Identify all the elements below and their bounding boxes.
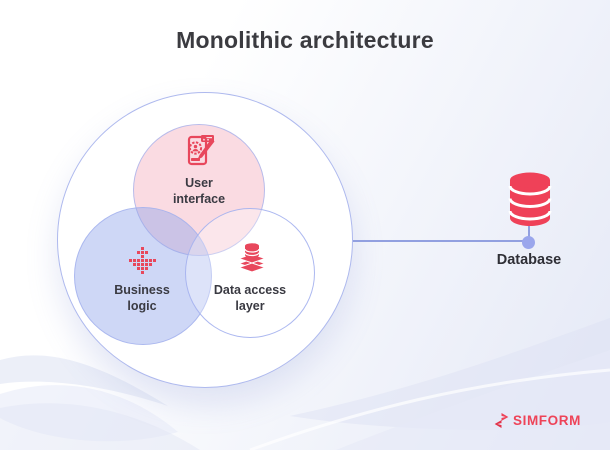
label-user-interface: User interface: [172, 176, 226, 206]
label-database: Database: [496, 252, 562, 268]
connector-dot: [522, 236, 535, 249]
label-business-logic: Business logic: [114, 283, 170, 313]
data-layers-icon: [237, 243, 267, 273]
label-data-access-layer: Data access layer: [213, 283, 287, 313]
circle-data-access-layer: [185, 208, 315, 338]
simform-icon: [494, 413, 509, 428]
connector-stub: [528, 226, 530, 238]
brand-name: SIMFORM: [513, 413, 581, 428]
database-icon: [508, 172, 552, 226]
page-title: Monolithic architecture: [176, 27, 434, 53]
flowchart-icon: [129, 247, 156, 274]
connector-line: [353, 240, 523, 242]
brand-logo: SIMFORM: [494, 413, 581, 428]
ui-design-icon: [187, 135, 215, 166]
